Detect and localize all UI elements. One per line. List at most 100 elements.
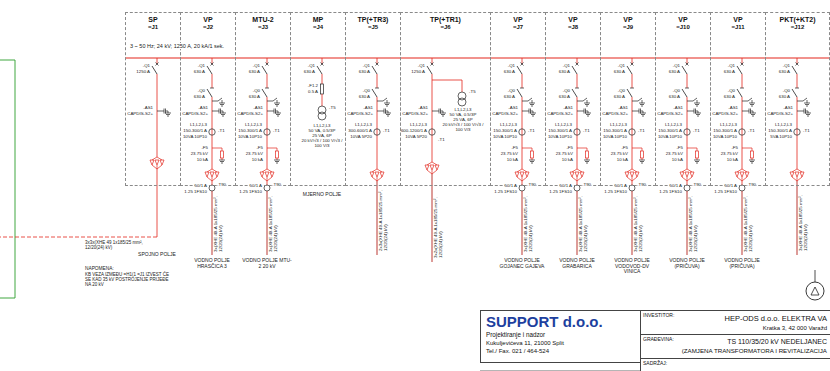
surge-arrester	[276, 151, 279, 158]
cable-termination	[682, 177, 687, 181]
wire-line	[432, 80, 462, 81]
voltage-indicator	[694, 109, 695, 114]
panel-name: VP	[181, 16, 235, 24]
label-text: -Q1	[308, 64, 315, 69]
cable-termination	[522, 177, 527, 181]
cable-spec: 3x(XHE 49-A 1x185/25 mm², 12/20(24) kV)	[269, 194, 279, 252]
cable-termination	[150, 160, 154, 165]
label-text: -AS1	[198, 106, 208, 111]
label-text: -Q1	[143, 64, 150, 69]
earthing-switch	[693, 98, 697, 101]
panel-code: =J4	[291, 24, 345, 31]
disconnector-symbol	[572, 89, 577, 97]
label-text: 630 A	[559, 70, 570, 75]
wire-line	[157, 169, 158, 237]
wire-line	[157, 58, 158, 64]
breaker-symbol	[376, 63, 379, 66]
cable-line	[432, 174, 433, 262]
wire-line	[577, 181, 578, 185]
ground-symbol	[695, 113, 701, 114]
wire-line	[815, 270, 816, 282]
breaker-symbol	[211, 63, 214, 66]
ground-symbol	[385, 113, 391, 114]
earthing-switch	[212, 101, 218, 102]
cable-termination	[380, 172, 384, 177]
label-text: -Q0	[198, 89, 205, 94]
ground-symbol	[276, 163, 278, 164]
wire-line	[632, 74, 633, 88]
cell-text: HEP-ODS d.o.o. ELEKTRA VA	[725, 315, 827, 323]
ground-symbol	[750, 104, 754, 105]
cable-termination	[792, 169, 797, 172]
label-text: -F5	[676, 146, 683, 151]
breaker-symbol	[521, 63, 524, 66]
label-text: -T90	[272, 183, 281, 188]
wire-line	[522, 181, 523, 185]
breaker-symbol	[262, 66, 267, 74]
voltage-indicator	[584, 109, 585, 114]
label-text: VODNO POLJE GRABARICA	[551, 258, 603, 269]
breaker-symbol	[576, 63, 579, 66]
ground-symbol	[384, 103, 390, 104]
label-text: -T5	[329, 106, 336, 111]
surge-arrester	[632, 148, 642, 149]
ground-symbol	[274, 103, 280, 104]
ground-symbol	[586, 163, 588, 164]
label-text: 150-300/1 A	[658, 129, 682, 134]
wire-line	[267, 181, 268, 185]
current-transformer	[574, 129, 580, 135]
ground-symbol	[695, 161, 699, 162]
cable-line	[797, 181, 798, 255]
label-text: 23.75 kV	[666, 152, 683, 157]
label-text: -T1	[438, 138, 445, 143]
breaker-symbol	[627, 66, 632, 74]
cable-termination	[267, 169, 272, 172]
cable-termination	[427, 162, 432, 165]
label-text: 630 A	[559, 95, 570, 100]
wire-line	[212, 181, 213, 185]
label-text: CAPDIS-S2+	[347, 112, 373, 117]
wire-line	[632, 181, 633, 185]
breaker-symbol	[792, 66, 797, 74]
wire-line	[377, 97, 378, 169]
label-text: -T90	[637, 183, 646, 188]
surge-arrester	[586, 151, 589, 158]
surge-arrester	[212, 148, 222, 149]
switchgear-panel: MTU-2=J3	[235, 12, 291, 186]
label-text: 600-1200/1 A	[401, 129, 427, 134]
label-text: VODNO POLJE (PRIČUVA)	[716, 258, 768, 269]
ground-symbol	[641, 163, 643, 164]
label-text: -AS1	[253, 106, 263, 111]
ground-symbol	[587, 116, 589, 117]
cable-line	[632, 191, 633, 255]
ground-symbol	[749, 103, 755, 104]
voltage-indicator	[267, 111, 274, 112]
ground-symbol	[696, 163, 698, 164]
earthing-switch	[687, 101, 693, 102]
voltage-indicator	[632, 111, 639, 112]
earthing-switch	[642, 100, 643, 103]
cable-termination	[737, 177, 742, 181]
label-text: 50/1 A	[505, 184, 517, 189]
cable-termination	[580, 172, 584, 177]
label-text: -Q1	[728, 64, 735, 69]
disconnector-symbol	[210, 88, 214, 89]
ground-symbol	[529, 160, 535, 161]
voltage-indicator	[531, 111, 534, 112]
cell-text: Tel./ Fax. 021 / 464-524	[486, 348, 549, 355]
cable-termination	[205, 172, 209, 177]
cable-termination	[215, 172, 219, 177]
label-text: -T1	[638, 129, 645, 134]
ground-symbol	[385, 104, 389, 105]
breaker-symbol	[431, 63, 434, 66]
cable-termination	[740, 172, 744, 177]
ground-symbol	[641, 106, 643, 107]
breaker-symbol	[321, 63, 324, 66]
cable-termination	[745, 172, 749, 177]
label-text: 23.75 kV	[556, 152, 573, 157]
surge-arrester	[222, 148, 223, 151]
ground-symbol	[806, 114, 810, 115]
wire-line	[267, 97, 268, 169]
earthing-switch	[377, 101, 383, 102]
panel-code: =J12	[766, 24, 829, 31]
